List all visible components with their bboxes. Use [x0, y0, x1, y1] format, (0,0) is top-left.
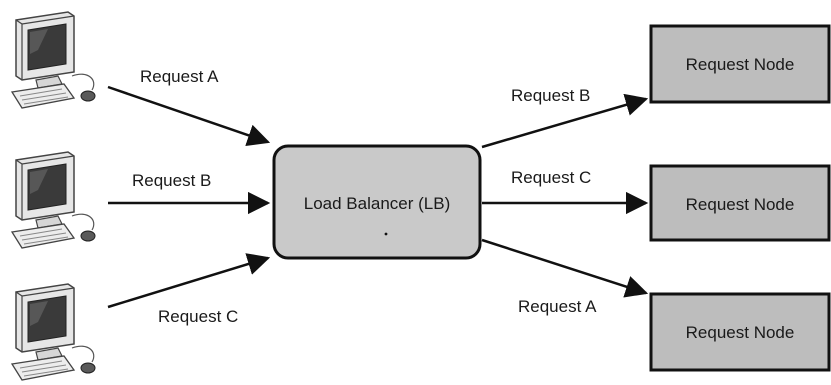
client-computer-icon [11, 11, 96, 109]
request-node-box [649, 164, 831, 242]
center-dot [384, 232, 388, 236]
request-node-box [649, 24, 831, 104]
outbound-request-label: Request A [518, 297, 597, 316]
request-node-label: Request Node [686, 55, 795, 74]
inbound-arrow [107, 253, 271, 309]
inbound-request-label: Request A [140, 67, 219, 86]
request-node-label: Request Node [686, 323, 795, 342]
client-computer-icon [11, 151, 96, 249]
outbound-arrow [481, 93, 649, 149]
inbound-request-label: Request B [132, 171, 211, 190]
load-balancer-box [272, 144, 482, 260]
outbound-arrow [481, 238, 649, 298]
client-computer-icon [11, 283, 96, 381]
load-balancer-label: Load Balancer (LB) [304, 194, 450, 213]
outbound-request-label: Request C [511, 168, 591, 187]
request-node-label: Request Node [686, 195, 795, 214]
inbound-arrow [107, 85, 271, 147]
inbound-request-label: Request C [158, 307, 238, 326]
outbound-request-label: Request B [511, 86, 590, 105]
request-node-box [649, 292, 831, 372]
